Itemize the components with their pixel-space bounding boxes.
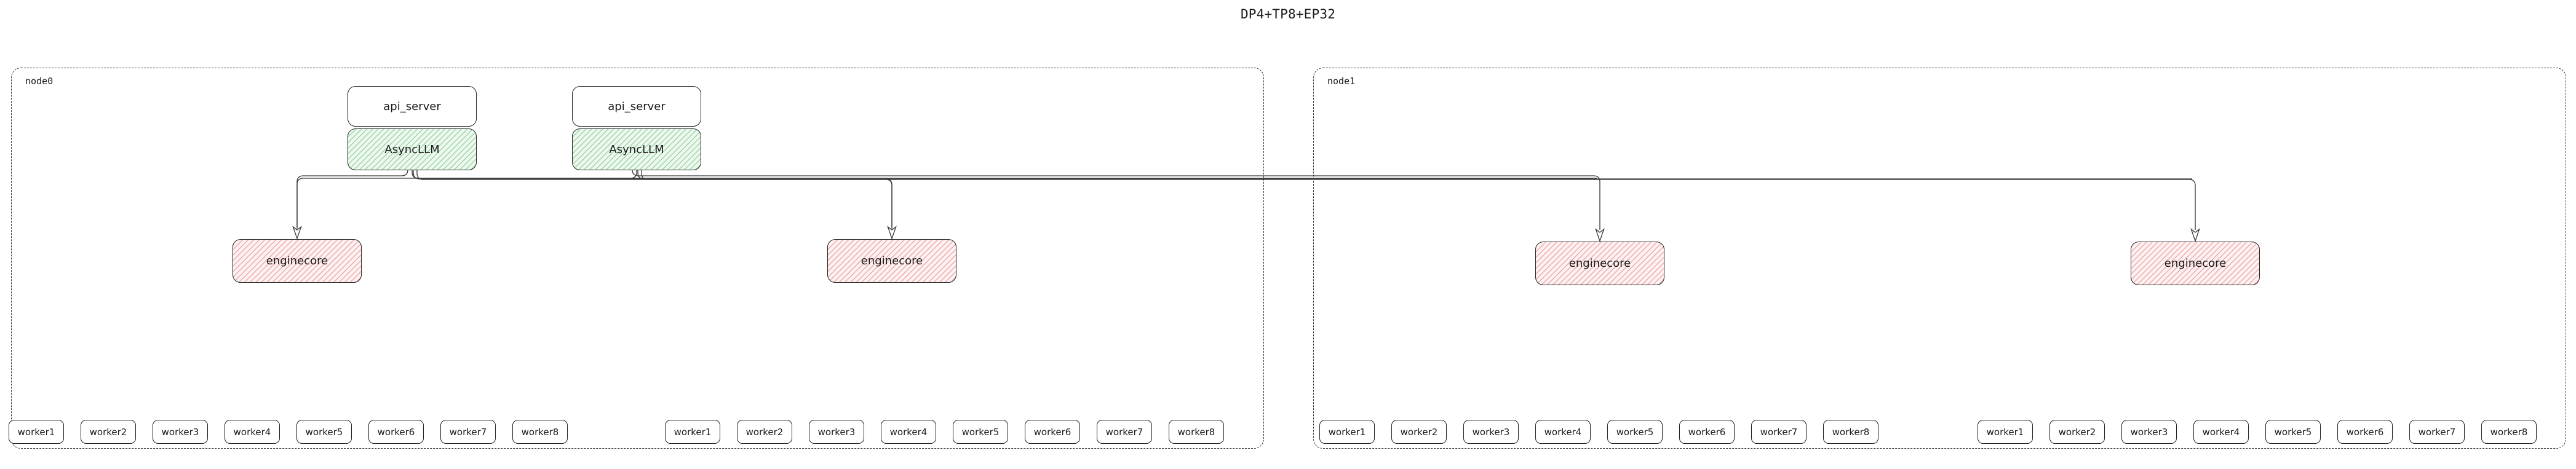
api-server-box[interactable]: api_server	[572, 86, 701, 127]
api-server-box[interactable]: api_server	[348, 86, 477, 127]
enginecore-box[interactable]: enginecore	[827, 239, 956, 283]
worker-box[interactable]: worker5	[1607, 420, 1663, 444]
enginecore-box[interactable]: enginecore	[233, 239, 362, 283]
worker-label: worker5	[2274, 426, 2312, 438]
worker-box[interactable]: worker2	[1391, 420, 1447, 444]
node-cluster-node1[interactable]: node1	[1313, 68, 2566, 449]
worker-label: worker4	[889, 426, 928, 438]
worker-box[interactable]: worker6	[1679, 420, 1735, 444]
enginecore-box[interactable]: enginecore	[1535, 242, 1664, 285]
worker-label: worker8	[1177, 426, 1215, 438]
worker-box[interactable]: worker1	[665, 420, 720, 444]
worker-box[interactable]: worker7	[1097, 420, 1152, 444]
worker-label: worker7	[1105, 426, 1143, 438]
api-server-label: api_server	[608, 100, 666, 113]
enginecore-label: enginecore	[2164, 257, 2227, 270]
worker-box[interactable]: worker1	[9, 420, 64, 444]
page-title: DP4+TP8+EP32	[1240, 7, 1336, 22]
worker-box[interactable]: worker4	[1535, 420, 1591, 444]
worker-box[interactable]: worker4	[2193, 420, 2249, 444]
worker-box[interactable]: worker6	[2337, 420, 2393, 444]
worker-label: worker1	[1328, 426, 1366, 438]
node-label-node1: node1	[1327, 76, 1356, 87]
worker-label: worker7	[449, 426, 487, 438]
asyncllm-box[interactable]: AsyncLLM	[572, 128, 701, 170]
worker-label: worker8	[1832, 426, 1870, 438]
asyncllm-box[interactable]: AsyncLLM	[348, 128, 477, 170]
worker-label: worker8	[521, 426, 559, 438]
worker-label: worker3	[1472, 426, 1510, 438]
enginecore-box[interactable]: enginecore	[2131, 242, 2260, 285]
worker-box[interactable]: worker7	[440, 420, 496, 444]
worker-box[interactable]: worker3	[153, 420, 208, 444]
worker-label: worker6	[2346, 426, 2384, 438]
worker-label: worker2	[2058, 426, 2096, 438]
worker-box[interactable]: worker5	[953, 420, 1008, 444]
worker-label: worker4	[233, 426, 271, 438]
worker-box[interactable]: worker7	[2409, 420, 2465, 444]
api-server-label: api_server	[383, 100, 441, 113]
worker-box[interactable]: worker7	[1751, 420, 1807, 444]
asyncllm-label: AsyncLLM	[384, 143, 440, 156]
worker-box[interactable]: worker8	[512, 420, 568, 444]
enginecore-label: enginecore	[1568, 257, 1631, 270]
worker-box[interactable]: worker1	[1978, 420, 2033, 444]
worker-label: worker7	[1760, 426, 1798, 438]
worker-label: worker7	[2418, 426, 2456, 438]
enginecore-label: enginecore	[266, 254, 328, 267]
worker-box[interactable]: worker1	[1319, 420, 1375, 444]
worker-label: worker1	[17, 426, 55, 438]
worker-label: worker1	[674, 426, 712, 438]
worker-label: worker2	[745, 426, 784, 438]
worker-box[interactable]: worker4	[225, 420, 280, 444]
worker-box[interactable]: worker3	[2121, 420, 2177, 444]
worker-label: worker1	[1986, 426, 2024, 438]
worker-label: worker3	[161, 426, 199, 438]
worker-label: worker2	[1400, 426, 1438, 438]
worker-box[interactable]: worker3	[809, 420, 864, 444]
worker-box[interactable]: worker4	[881, 420, 936, 444]
worker-label: worker5	[961, 426, 1000, 438]
worker-box[interactable]: worker8	[2481, 420, 2537, 444]
worker-label: worker6	[377, 426, 415, 438]
worker-label: worker3	[817, 426, 856, 438]
worker-label: worker5	[305, 426, 343, 438]
worker-label: worker6	[1033, 426, 1071, 438]
worker-box[interactable]: worker2	[737, 420, 792, 444]
worker-box[interactable]: worker5	[2265, 420, 2321, 444]
worker-label: worker2	[89, 426, 127, 438]
worker-box[interactable]: worker8	[1823, 420, 1878, 444]
worker-label: worker5	[1616, 426, 1654, 438]
node-label-node0: node0	[25, 76, 54, 87]
enginecore-label: enginecore	[861, 254, 923, 267]
worker-label: worker4	[1544, 426, 1582, 438]
node-cluster-node0[interactable]: node0	[11, 68, 1264, 449]
worker-box[interactable]: worker2	[2049, 420, 2105, 444]
worker-box[interactable]: worker6	[368, 420, 424, 444]
worker-label: worker4	[2202, 426, 2240, 438]
worker-label: worker8	[2490, 426, 2528, 438]
worker-label: worker6	[1688, 426, 1726, 438]
worker-box[interactable]: worker5	[296, 420, 352, 444]
worker-box[interactable]: worker2	[81, 420, 136, 444]
worker-box[interactable]: worker3	[1463, 420, 1519, 444]
worker-box[interactable]: worker6	[1025, 420, 1080, 444]
asyncllm-label: AsyncLLM	[609, 143, 664, 156]
worker-label: worker3	[2130, 426, 2168, 438]
worker-box[interactable]: worker8	[1169, 420, 1224, 444]
